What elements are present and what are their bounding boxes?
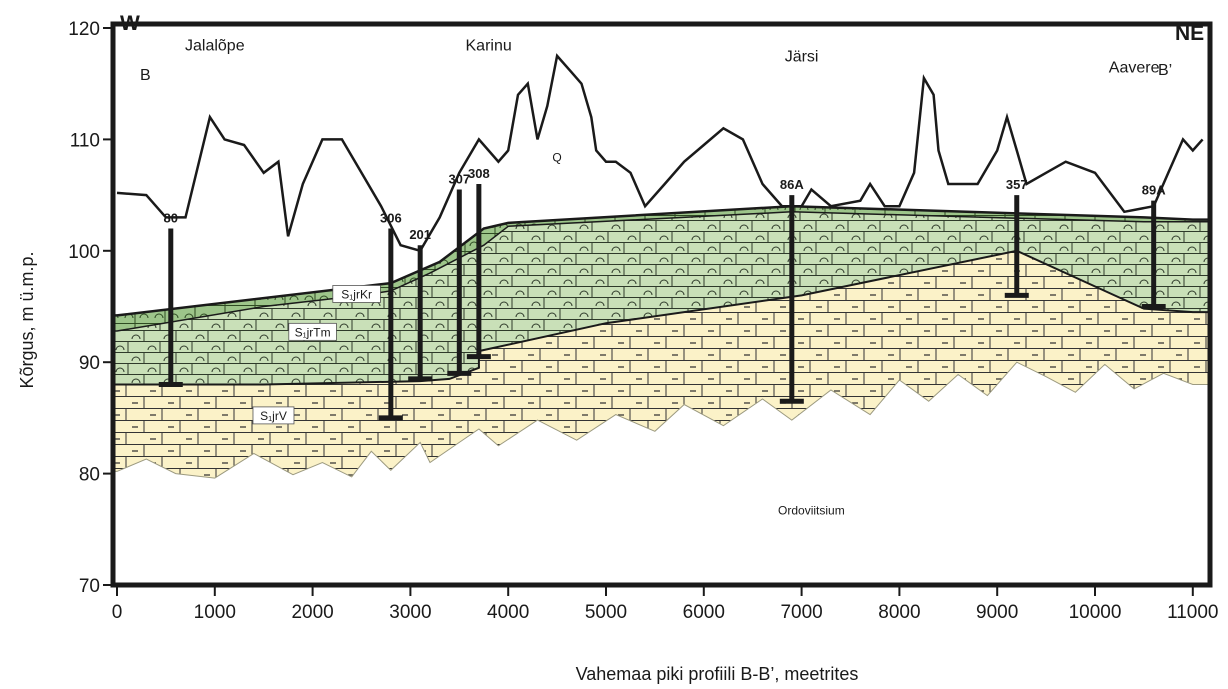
place-aavere: Aavere: [1109, 60, 1160, 77]
x-tick-11000: 11000: [1167, 602, 1218, 623]
plot-frame: [110, 21, 1213, 588]
x-tick-8000: 8000: [878, 602, 920, 623]
borehole-label-306: 306: [380, 211, 402, 226]
borehole-label-80: 80: [164, 211, 178, 226]
x-axis-label: Vahemaa piki profiili B-B’, meetrites: [576, 664, 859, 684]
y-tick-100: 100: [68, 242, 100, 263]
y-tick-120: 120: [68, 19, 100, 40]
x-axis: 0 1000 2000 3000 4000 5000 6000 7000 8000 9000 100…: [112, 587, 1219, 623]
layer-s1jrkr: [115, 206, 1208, 331]
profile-end-label: B’: [1158, 62, 1172, 79]
borehole-label-86A: 86A: [780, 177, 804, 192]
borehole-label-201: 201: [409, 227, 431, 242]
x-tick-9000: 9000: [976, 602, 1018, 623]
ground-surface-line: [116, 53, 1204, 253]
unit-label-1: S₁jrTm: [295, 325, 331, 339]
x-tick-1000: 1000: [194, 602, 236, 623]
unit-label-q: Q: [552, 151, 561, 165]
unit-label-box-0: [332, 285, 381, 303]
y-tick-110: 110: [70, 130, 100, 151]
place-järsi: Järsi: [785, 48, 819, 65]
unit-label-0: S₁jrKr: [341, 287, 372, 301]
x-tick-0: 0: [112, 602, 123, 623]
borehole-label-89A: 89A: [1142, 183, 1166, 198]
unit-label-3: Ordoviitsium: [778, 504, 845, 518]
x-tick-6000: 6000: [683, 602, 725, 623]
unit-label-box-2: [252, 406, 295, 425]
y-axis-label: Kõrgus, m ü.m.p.: [17, 251, 37, 388]
boreholes: [158, 183, 1166, 421]
y-tick-70: 70: [79, 576, 100, 597]
place-jalalõpe: Jalalõpe: [185, 37, 245, 54]
unit-label-2: S₁jrV: [260, 409, 287, 423]
contact-v-base: [115, 361, 1208, 479]
direction-right: NE: [1175, 22, 1204, 45]
contact-tm-base: [115, 249, 1208, 386]
borehole-label-357: 357: [1006, 177, 1028, 192]
layer-s1jrtm: [115, 211, 1208, 385]
y-axis: 70 80 90 100 110 120: [68, 19, 113, 597]
place-karinu: Karinu: [466, 37, 512, 54]
borehole-label-308: 308: [468, 166, 490, 181]
layer-s1jrv: [115, 250, 1208, 479]
contact-kr-top: [115, 204, 1208, 317]
x-tick-5000: 5000: [585, 602, 627, 623]
profile-start-label: B: [140, 67, 151, 84]
x-tick-3000: 3000: [389, 602, 431, 623]
x-tick-2000: 2000: [291, 602, 333, 623]
direction-left: W: [120, 12, 140, 35]
x-tick-10000: 10000: [1069, 602, 1122, 623]
y-tick-90: 90: [79, 353, 100, 374]
y-tick-80: 80: [79, 465, 100, 486]
x-tick-7000: 7000: [780, 602, 822, 623]
borehole-label-307: 307: [448, 172, 470, 187]
x-tick-4000: 4000: [487, 602, 529, 623]
unit-label-box-1: [288, 322, 337, 341]
